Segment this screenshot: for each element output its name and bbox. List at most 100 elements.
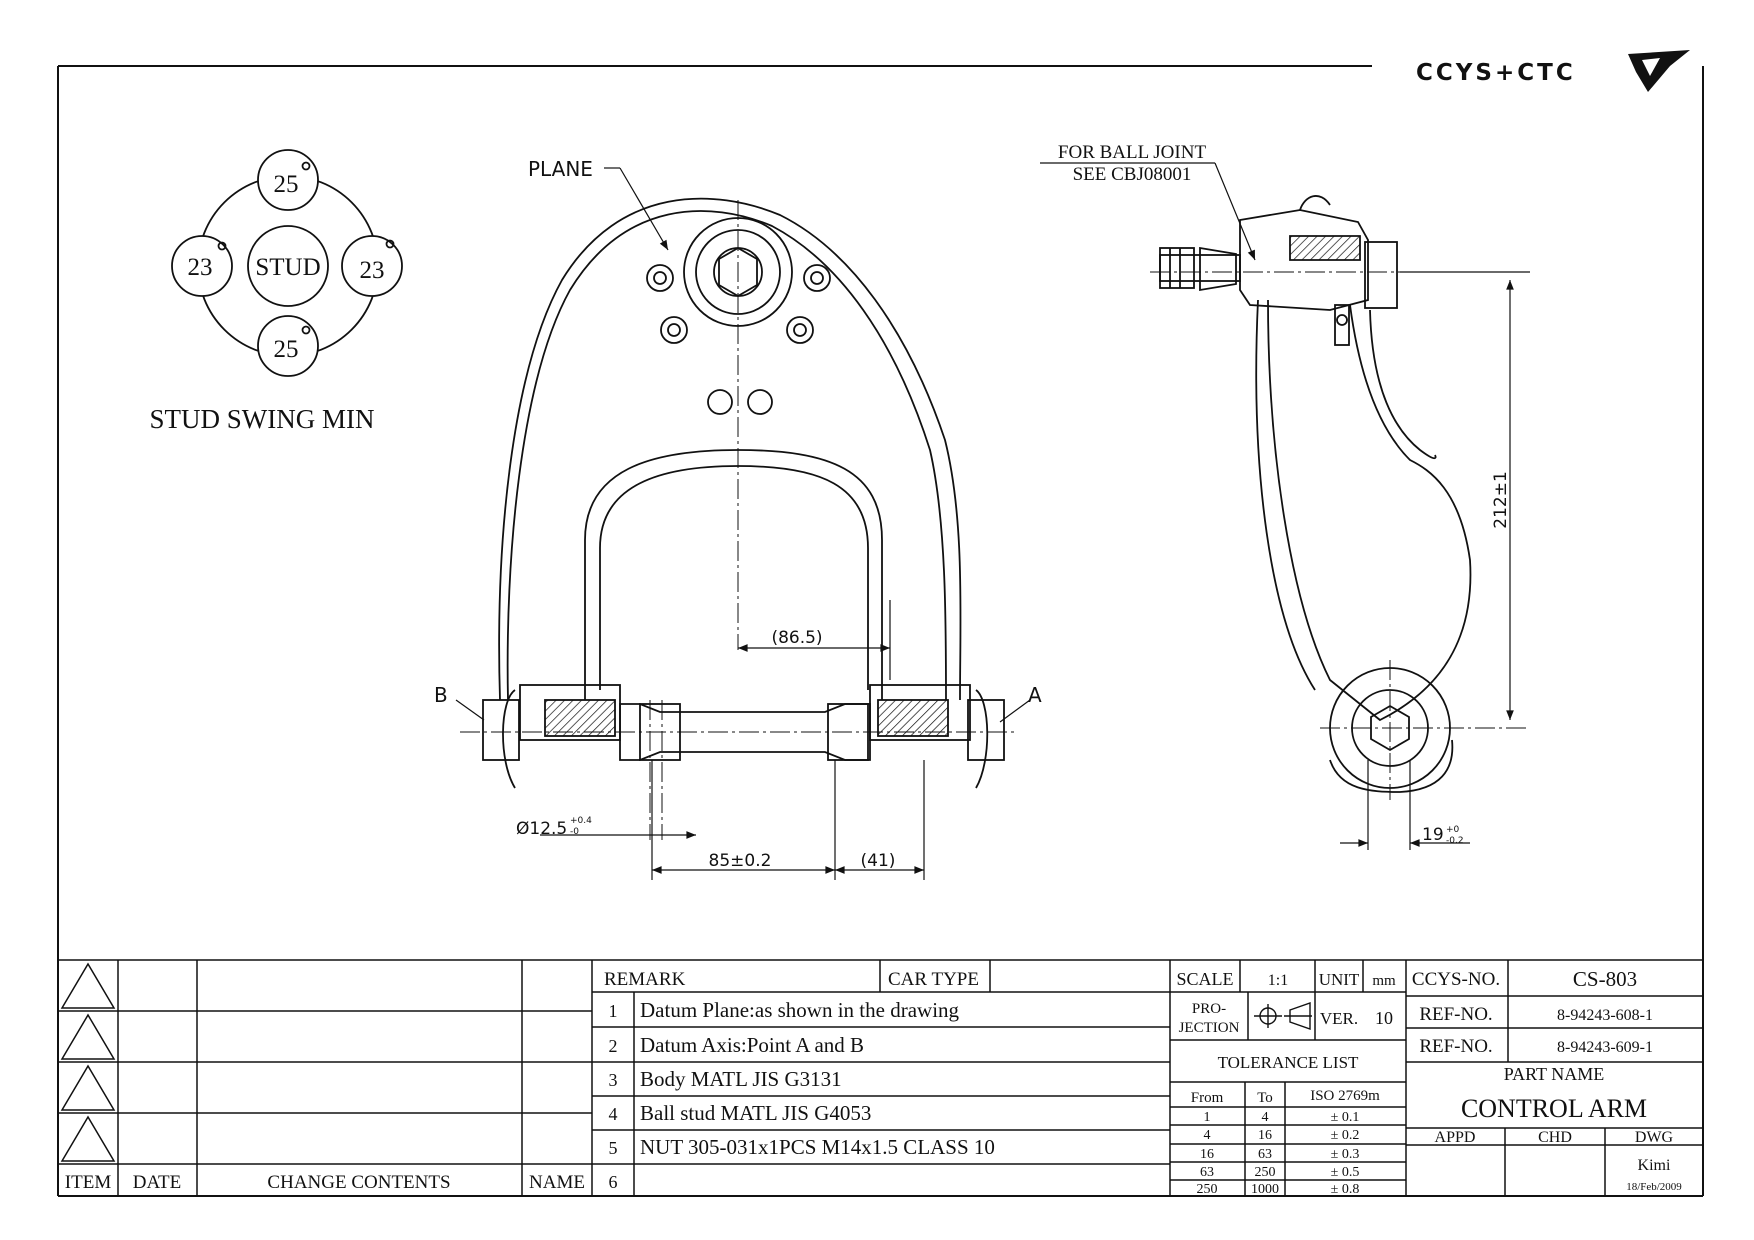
revision-triangle-icon xyxy=(60,1115,116,1162)
ref-no-1-label: REF-NO. xyxy=(1419,1004,1492,1025)
dim-19-tol-lower: -0.2 xyxy=(1446,836,1464,846)
stud-angle-top: 25 xyxy=(274,171,299,198)
dim-85: 85±0.2 xyxy=(709,851,772,871)
revision-triangle-icon xyxy=(60,1013,116,1060)
dim-19: 19 xyxy=(1422,825,1444,845)
revision-triangle-icon xyxy=(60,1064,116,1111)
stud-swing-caption: STUD SWING MIN xyxy=(150,404,375,434)
stud-label: STUD xyxy=(255,254,320,281)
stud-angle-bottom: 25 xyxy=(274,336,299,363)
remark-rows: 1 Datum Plane:as shown in the drawing 2 … xyxy=(609,998,995,1192)
plane-bolts xyxy=(646,264,831,344)
ref-no-2-label: REF-NO. xyxy=(1419,1036,1492,1057)
ver-value: 10 xyxy=(1375,1008,1393,1028)
chd-label: CHD xyxy=(1538,1129,1572,1146)
side-view-dimensions xyxy=(1040,162,1530,850)
projection-label-1: PRO- xyxy=(1192,1001,1226,1017)
logo-text: CCYS+CTC xyxy=(1416,60,1576,86)
point-a-label: A xyxy=(1028,683,1042,707)
stud-angle-left: 23 xyxy=(188,254,213,281)
svg-text:250: 250 xyxy=(1255,1165,1276,1180)
tol-header-iso: ISO 2769m xyxy=(1310,1088,1380,1104)
svg-text:1: 1 xyxy=(1204,1110,1211,1125)
side-view-centerlines xyxy=(1150,271,1530,800)
part-name-label: PART NAME xyxy=(1504,1064,1604,1084)
front-view-dimensions xyxy=(455,167,1031,880)
svg-text:4: 4 xyxy=(1262,1110,1269,1125)
rev-header-name: NAME xyxy=(529,1172,585,1193)
remark-text: Datum Axis:Point A and B xyxy=(640,1033,864,1057)
tolerance-rows: 1 4 ± 0.1 4 16 ± 0.2 16 63 ± 0.3 63 250 … xyxy=(1197,1110,1360,1197)
svg-text:± 0.3: ± 0.3 xyxy=(1331,1147,1360,1162)
dim-86-5: (86.5) xyxy=(771,628,822,648)
stud-swing-diagram xyxy=(171,149,403,377)
plane-label: PLANE xyxy=(528,157,593,181)
dim-diameter-tol-upper: +0.4 xyxy=(570,816,592,826)
dwg-date: 18/Feb/2009 xyxy=(1626,1181,1682,1193)
scale-value: 1:1 xyxy=(1268,972,1288,989)
dim-diameter-tol-lower: -0 xyxy=(570,827,579,837)
dim-212: 212±1 xyxy=(1491,471,1511,529)
svg-text:16: 16 xyxy=(1200,1147,1214,1162)
title-block-grid xyxy=(58,959,1703,1196)
appd-label: APPD xyxy=(1435,1129,1476,1146)
ver-label: VER. xyxy=(1320,1009,1358,1028)
point-b-label: B xyxy=(434,683,448,707)
svg-text:63: 63 xyxy=(1258,1147,1272,1162)
svg-text:250: 250 xyxy=(1197,1182,1218,1197)
ball-joint-note-line2: SEE CBJ08001 xyxy=(1073,164,1192,185)
tol-header-from: From xyxy=(1191,1090,1224,1106)
remark-no: 2 xyxy=(609,1036,618,1056)
car-type-label: CAR TYPE xyxy=(888,969,979,990)
rev-header-change: CHANGE CONTENTS xyxy=(267,1172,450,1193)
revision-triangles xyxy=(60,962,116,1162)
svg-text:± 0.5: ± 0.5 xyxy=(1331,1165,1360,1180)
svg-text:1000: 1000 xyxy=(1251,1182,1279,1197)
projection-symbol-icon xyxy=(1254,1002,1312,1030)
tolerance-title: TOLERANCE LIST xyxy=(1218,1053,1359,1072)
logo-emblem-icon xyxy=(1628,50,1690,92)
drawing-border xyxy=(57,65,1704,1197)
front-view-centerlines xyxy=(460,200,1015,840)
unit-value: mm xyxy=(1372,973,1396,989)
remark-no: 6 xyxy=(609,1172,618,1192)
dim-41: (41) xyxy=(861,851,896,871)
tol-header-to: To xyxy=(1257,1090,1273,1106)
remark-no: 5 xyxy=(609,1138,618,1158)
svg-text:± 0.2: ± 0.2 xyxy=(1331,1128,1360,1143)
company-logo: CCYS+CTC xyxy=(1416,50,1690,92)
remark-text: Datum Plane:as shown in the drawing xyxy=(640,998,960,1022)
unit-label: UNIT xyxy=(1319,970,1360,989)
remark-no: 3 xyxy=(609,1070,618,1090)
part-name: CONTROL ARM xyxy=(1461,1094,1647,1123)
svg-text:4: 4 xyxy=(1204,1128,1211,1143)
rev-header-date: DATE xyxy=(133,1172,182,1193)
stud-angle-right: 23 xyxy=(360,257,385,284)
ref-no-2-value: 8-94243-609-1 xyxy=(1557,1039,1653,1056)
ccys-no-label: CCYS-NO. xyxy=(1412,969,1500,990)
ccys-no-value: CS-803 xyxy=(1573,967,1637,991)
dim-19-tol-upper: +0 xyxy=(1446,825,1460,835)
remark-header: REMARK xyxy=(604,969,686,990)
remark-no: 4 xyxy=(609,1104,618,1124)
remark-text: Ball stud MATL JIS G4053 xyxy=(640,1101,871,1125)
dwg-label: DWG xyxy=(1635,1129,1674,1146)
ref-no-1-value: 8-94243-608-1 xyxy=(1557,1007,1653,1024)
svg-text:± 0.1: ± 0.1 xyxy=(1331,1110,1360,1125)
svg-text:63: 63 xyxy=(1200,1165,1214,1180)
ball-joint-note-line1: FOR BALL JOINT xyxy=(1058,142,1207,163)
remark-no: 1 xyxy=(609,1001,618,1021)
remark-text: Body MATL JIS G3131 xyxy=(640,1067,842,1091)
projection-label-2: JECTION xyxy=(1179,1020,1240,1036)
revision-triangle-icon xyxy=(60,962,116,1009)
dim-diameter: Ø12.5 xyxy=(516,819,567,839)
svg-text:± 0.8: ± 0.8 xyxy=(1331,1182,1360,1197)
svg-text:16: 16 xyxy=(1258,1128,1272,1143)
remark-text: NUT 305-031x1PCS M14x1.5 CLASS 10 xyxy=(640,1135,995,1159)
front-view xyxy=(482,197,1005,789)
scale-label: SCALE xyxy=(1176,969,1233,989)
side-view xyxy=(1159,195,1472,793)
dwg-name: Kimi xyxy=(1638,1157,1671,1174)
rev-header-item: ITEM xyxy=(65,1172,112,1193)
